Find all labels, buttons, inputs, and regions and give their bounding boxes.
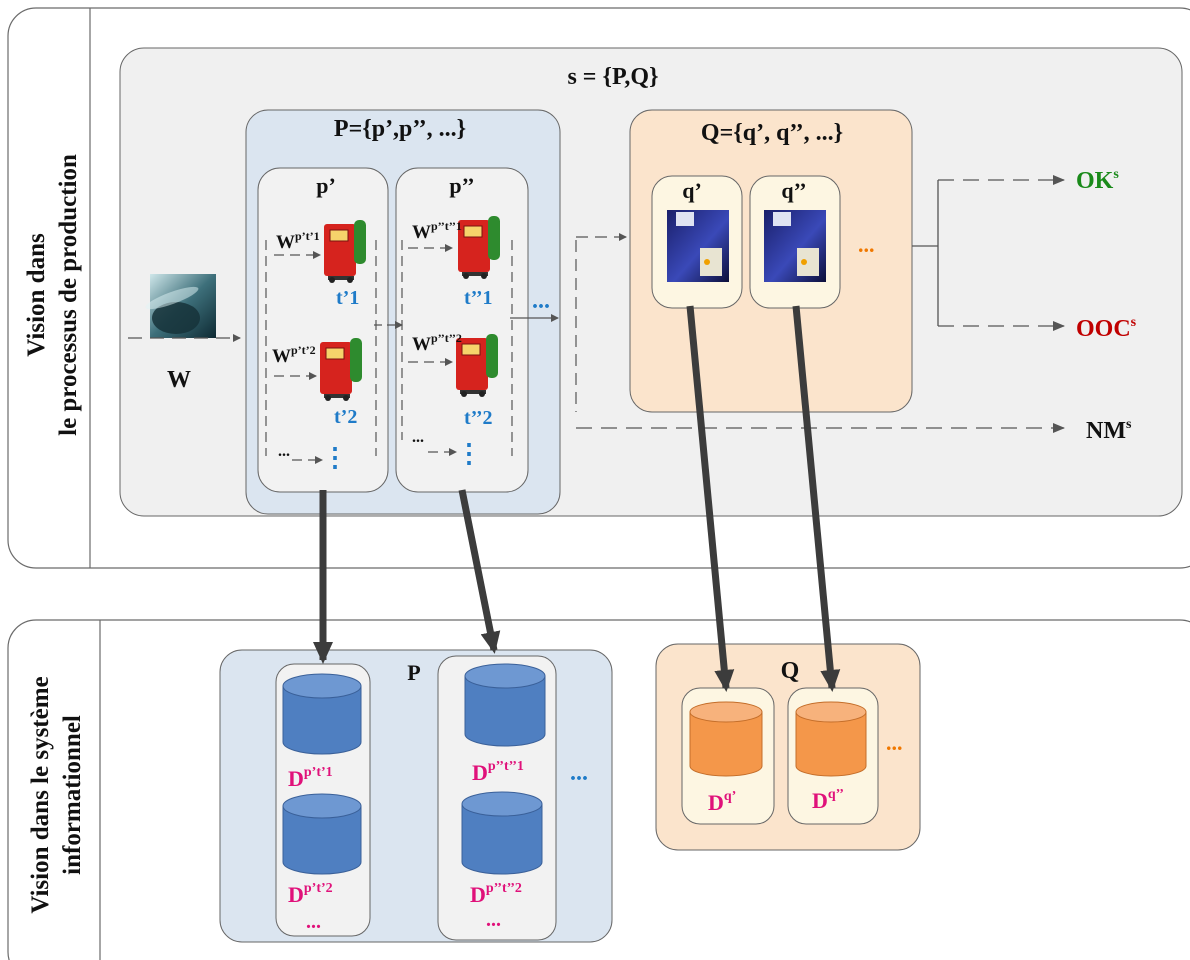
tool-label-t1-2: t’’1 xyxy=(464,287,493,309)
wafer-roll-end xyxy=(152,302,200,334)
process-vision-label-line2: le processus de production xyxy=(55,154,82,436)
db-label-p1t2: Dp’t’2 xyxy=(288,881,333,907)
db-label-q2: Dq’’ xyxy=(812,787,844,813)
metrology-icon-top xyxy=(676,212,694,226)
database-icon xyxy=(461,791,543,875)
p1-vertical-dots: ⋮ xyxy=(322,443,348,472)
database-icon xyxy=(689,701,763,777)
process-vision-section: Vision dans le processus de production s… xyxy=(7,7,1190,569)
wafer-label-p2t2: Wp’’t’’2 xyxy=(412,331,462,355)
process-p1-flow xyxy=(265,240,377,464)
process-p2-name: p’’ xyxy=(449,173,474,198)
p1-ellipsis: ... xyxy=(278,443,290,460)
link-p2-to-data xyxy=(458,489,501,654)
info-vision-section: Vision dans le système informationnel P … xyxy=(7,619,1190,960)
db-ellipsis-p2: ... xyxy=(486,909,501,931)
tool-label-t2-2: t’’2 xyxy=(464,407,493,429)
db-label-q1: Dq’ xyxy=(708,789,736,815)
input-wafer: W xyxy=(145,274,216,393)
database-icon xyxy=(795,701,867,777)
info-vision-label-line1: Vision dans le système xyxy=(27,676,54,913)
wafer-label-p2t1: Wp’’t’’1 xyxy=(412,219,462,243)
database-icon xyxy=(464,663,546,747)
process-p2-flow xyxy=(401,240,513,456)
output-nm: NMs xyxy=(1086,417,1132,444)
tool-machine-icon xyxy=(324,220,366,283)
db-label-p1t1: Dp’t’1 xyxy=(288,765,333,791)
metrology-icon-top xyxy=(773,212,791,226)
tool-label-t1: t’1 xyxy=(336,287,359,309)
q-block-title: Q={q’, q’’, ...} xyxy=(701,120,843,146)
output-ok: OKs xyxy=(1076,167,1119,194)
process-p1-name: p’ xyxy=(316,173,336,198)
link-q2-to-data xyxy=(792,305,841,692)
database-icon xyxy=(282,793,362,875)
input-label: W xyxy=(167,367,191,393)
info-vision-label-line2: informationnel xyxy=(59,715,86,875)
p-data-title: P xyxy=(407,660,420,685)
system-title: s = {P,Q} xyxy=(567,64,658,90)
tool-machine-icon xyxy=(458,216,500,279)
q-to-output-split xyxy=(912,180,939,326)
process-vision-label-line1: Vision dans xyxy=(23,233,50,357)
q-data-title: Q xyxy=(781,658,800,684)
p-more-dots: ... xyxy=(532,288,550,314)
p2-vertical-dots: ⋮ xyxy=(456,439,482,468)
tool-machine-icon xyxy=(456,334,498,397)
metrology-icon-led xyxy=(704,259,710,265)
wafer-label-p1t2: Wp’t’2 xyxy=(272,343,316,367)
p-block-title: P={p’,p’’, ...} xyxy=(334,116,466,142)
wafer-roll-highlight xyxy=(145,286,199,310)
tool-machine-icon xyxy=(320,338,362,401)
wafer-label-p1t1: Wp’t’1 xyxy=(276,229,320,253)
metrology-icon-led xyxy=(801,259,807,265)
tool-label-t2: t’2 xyxy=(334,406,357,428)
link-q1-to-data xyxy=(686,305,735,692)
measure-q1-name: q’ xyxy=(682,178,702,203)
p-data-more-dots: ... xyxy=(570,760,588,786)
database-icon xyxy=(282,673,362,755)
measure-q2-name: q’’ xyxy=(781,178,806,203)
metrology-icon-panel xyxy=(797,248,819,276)
db-ellipsis-p1: ... xyxy=(306,911,321,933)
db-label-p2t2: Dp’’t’’2 xyxy=(470,881,522,907)
q-data-more-dots: ... xyxy=(886,730,903,755)
q-more-dots: ... xyxy=(858,232,875,257)
db-label-p2t1: Dp’’t’’1 xyxy=(472,759,524,785)
measure-q2: q’’ xyxy=(749,175,841,309)
measure-q1: q’ xyxy=(651,175,743,309)
data-link-arrows xyxy=(313,305,841,692)
output-ooc: OOCs xyxy=(1076,315,1137,342)
metrology-icon-panel xyxy=(700,248,722,276)
p2-ellipsis: ... xyxy=(412,429,424,446)
